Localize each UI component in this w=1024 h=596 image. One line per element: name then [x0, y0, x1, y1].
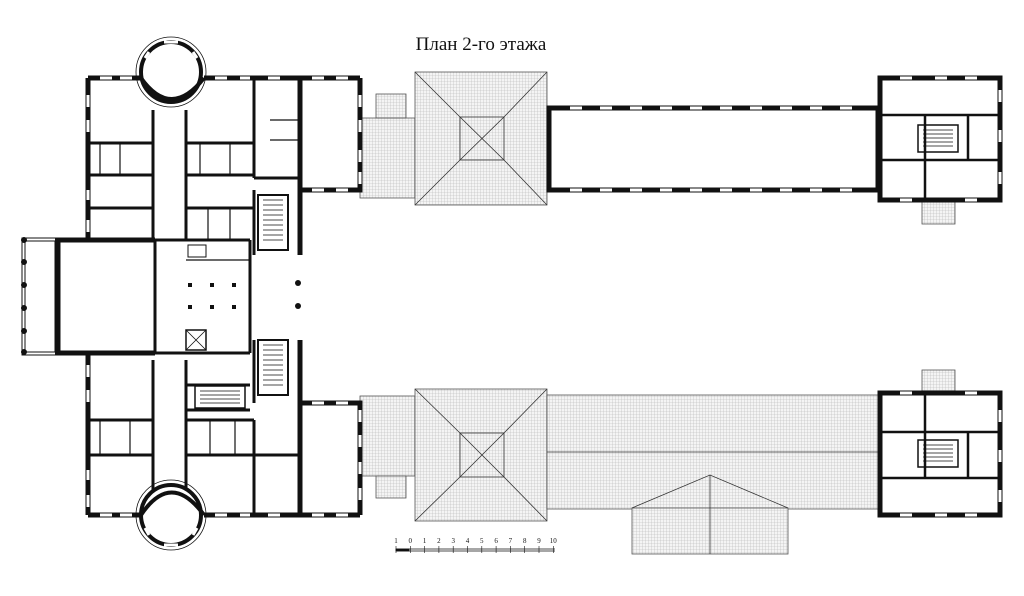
scale-label: 6 — [494, 537, 498, 545]
scale-label: 1 — [423, 537, 427, 545]
scale-label: 3 — [451, 537, 455, 545]
upper-small-block — [375, 93, 407, 119]
scale-label: 10 — [550, 537, 558, 545]
lower-right-block — [877, 390, 1003, 518]
upper-connector-roof — [359, 117, 416, 199]
windows-right-blocks — [900, 76, 1002, 517]
rotunda-windows — [143, 40, 199, 547]
upper-wing-wall — [300, 78, 363, 193]
scale-label: 9 — [537, 537, 541, 545]
scale-label: 0 — [409, 537, 413, 545]
scale-label: 1 — [394, 537, 398, 545]
scale-label: 2 — [437, 537, 441, 545]
scale-label: 8 — [523, 537, 527, 545]
plan-title: План 2-го этажа — [415, 34, 547, 55]
lower-wing-wall — [300, 400, 363, 515]
hall-columns — [188, 280, 301, 309]
scale-label: 5 — [480, 537, 484, 545]
windows-main — [86, 76, 362, 517]
lower-connector-roof — [359, 395, 416, 477]
roof-ridges — [414, 71, 878, 554]
mid-left-block — [55, 237, 155, 356]
upper-wing — [546, 105, 881, 193]
left-portico — [21, 237, 59, 356]
upper-right-porch — [921, 199, 956, 225]
roof-areas — [359, 71, 956, 555]
main-building — [55, 75, 363, 518]
scale-label: 4 — [466, 537, 470, 545]
rotundas — [135, 36, 207, 551]
scale-label: 7 — [509, 537, 513, 545]
upper-right-block — [877, 75, 1003, 203]
lower-right-porch — [921, 369, 956, 395]
lower-small-block — [375, 475, 407, 499]
windows-upper-wing — [570, 106, 852, 192]
stairs-main — [185, 194, 289, 409]
